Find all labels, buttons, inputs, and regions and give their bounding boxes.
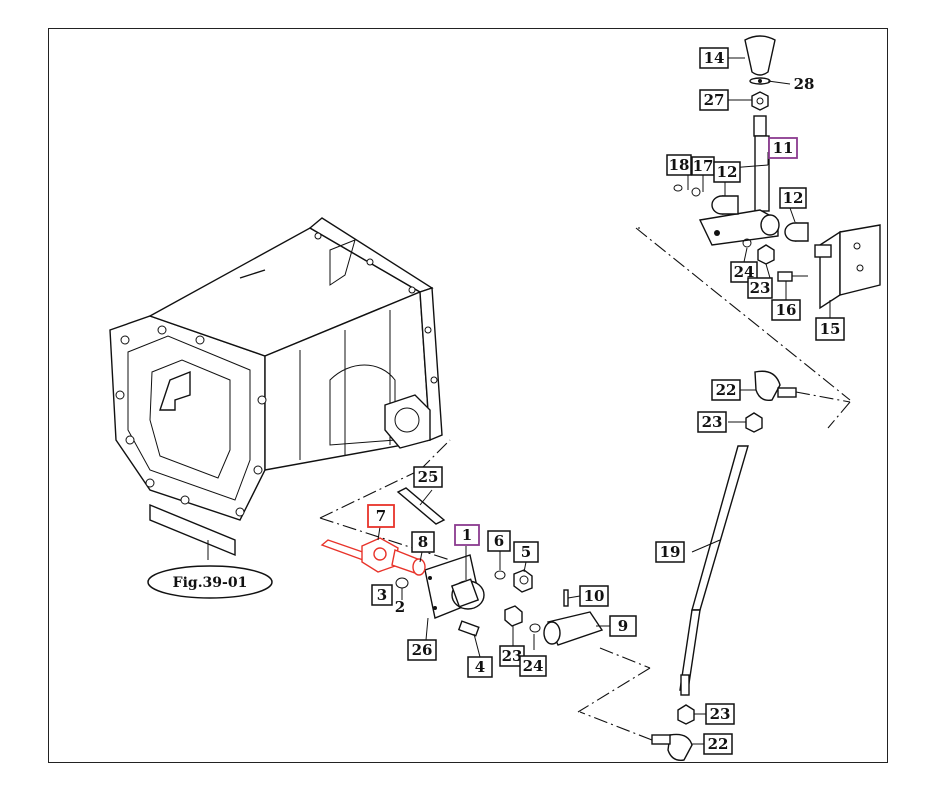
callout-2: 2 [395,598,405,616]
transmission-housing [109,217,443,560]
svg-text:3: 3 [377,586,387,604]
svg-text:6: 6 [494,532,504,550]
svg-text:23: 23 [750,279,771,297]
callout-8: 8 [411,531,435,553]
svg-text:24: 24 [523,657,544,675]
callout-12a: 12 [713,161,741,183]
callout-11: 11 [768,137,798,159]
svg-text:15: 15 [820,320,841,338]
callout-6: 6 [487,530,511,552]
svg-text:27: 27 [704,91,725,109]
callout-17: 17 [691,156,715,176]
shift-lever-upper-assembly [635,35,881,401]
svg-text:26: 26 [412,641,433,659]
callout-24a: 24 [730,261,758,283]
callout-23d: 23 [705,703,735,725]
svg-text:11: 11 [773,139,794,157]
svg-text:1: 1 [462,526,472,544]
callout-22b: 22 [703,733,733,755]
callout-27: 27 [699,89,729,111]
diagram-frame [48,28,888,763]
svg-text:5: 5 [521,543,531,561]
callout-3: 3 [371,584,393,606]
svg-text:18: 18 [669,156,690,174]
callout-28: 28 [794,75,815,93]
callout-14: 14 [699,47,729,69]
svg-text:28: 28 [794,75,815,93]
svg-text:10: 10 [584,587,605,605]
shift-rod-assembly [579,370,851,761]
callout-7: 7 [367,504,395,528]
svg-text:7: 7 [376,507,386,525]
figure-label: Fig.39-01 [147,565,273,599]
shift-cover-assembly [319,439,651,713]
shift-shaft-highlighted [320,537,426,576]
svg-text:25: 25 [418,468,439,486]
svg-text:16: 16 [776,301,797,319]
svg-text:23: 23 [710,705,731,723]
svg-text:23: 23 [702,413,723,431]
callout-9: 9 [609,615,637,637]
svg-text:Fig.39-01: Fig.39-01 [173,575,248,591]
callout-4: 4 [467,656,493,678]
svg-text:4: 4 [475,658,485,676]
callout-1: 1 [454,524,480,546]
callout-26: 26 [407,639,437,661]
svg-text:23: 23 [502,647,523,665]
callout-12b: 12 [779,187,807,209]
callout-24b: 24 [519,655,547,677]
svg-text:14: 14 [704,49,725,67]
svg-text:22: 22 [716,381,737,399]
svg-text:8: 8 [418,533,428,551]
callout-23b: 23 [697,411,727,433]
svg-text:22: 22 [708,735,729,753]
svg-text:19: 19 [660,543,681,561]
callout-22a: 22 [711,379,741,401]
callout-23a: 23 [747,277,773,299]
svg-text:17: 17 [693,157,714,175]
svg-text:12: 12 [717,163,738,181]
callout-19: 19 [655,541,685,563]
callout-18: 18 [666,154,692,176]
svg-text:24: 24 [734,263,755,281]
callout-15: 15 [815,317,845,341]
svg-text:9: 9 [618,617,628,635]
callout-16: 16 [771,299,801,321]
callout-10: 10 [579,585,609,607]
callout-25: 25 [413,466,443,488]
callout-5: 5 [513,541,539,563]
svg-text:2: 2 [395,598,405,616]
svg-text:12: 12 [783,189,804,207]
